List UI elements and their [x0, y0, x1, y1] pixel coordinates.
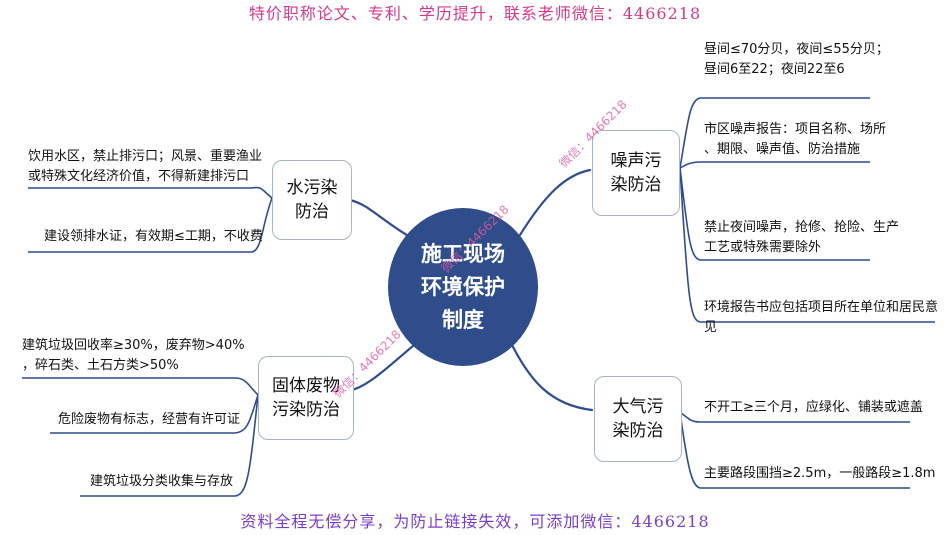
edge-center-water — [348, 198, 417, 242]
edge-center-solid — [350, 338, 422, 392]
leaf-air-1: 不开工≥三个月，应绿化、铺装或遮盖 — [704, 400, 923, 415]
edge-solid-leaf-2 — [50, 394, 259, 434]
edge-water-leaf-2 — [28, 197, 273, 253]
leaf-solid-1: 建筑垃圾回收率≥30%，废弃物>40% ，碎石类、土石方类>50% — [22, 338, 245, 373]
leaf-air-2: 主要路段围挡≥2.5m，一般路段≥1.8m — [704, 466, 936, 481]
leaf-solid-3: 建筑垃圾分类收集与存放 — [90, 474, 234, 489]
edge-air-leaf-2 — [679, 411, 910, 489]
edge-air-leaf-1 — [679, 411, 910, 423]
central-topic: 施工现场 环境保护 制度 — [388, 208, 538, 366]
top-banner: 特价职称论文、专利、学历提升，联系老师微信：4466218 — [248, 4, 702, 23]
edge-center-noise — [518, 168, 592, 237]
branch-air-pollution: 大气污 染防治 — [594, 376, 682, 462]
leaf-solid-2: 危险废物有标志，经营有许可证 — [58, 412, 241, 427]
branch-noise-pollution: 噪声污 染防治 — [592, 130, 680, 216]
leaf-noise-2: 市区噪声报告：项目名称、场所 、期限、噪声值、防治措施 — [704, 122, 887, 157]
edge-center-air — [510, 343, 594, 412]
edge-solid-leaf-3 — [80, 394, 259, 497]
leaf-water-2: 建设领排水证，有效期≤工期，不收费 — [44, 229, 263, 244]
leaf-noise-1: 昼间≤70分贝，夜间≤55分贝； 昼间6至22；夜间22至6 — [704, 42, 889, 77]
edge-water-leaf-1 — [28, 186, 273, 199]
branch-solid-waste: 固体废物 污染防治 — [258, 356, 354, 440]
edge-noise-leaf-2 — [679, 161, 870, 169]
branch-water-pollution: 水污染 防治 — [272, 160, 352, 240]
leaf-noise-3: 禁止夜间噪声，抢修、抢险、生产 工艺或特殊需要除外 — [704, 220, 900, 255]
edge-noise-leaf-4 — [679, 167, 935, 323]
leaf-water-1: 饮用水区，禁止排污口；风景、重要渔业 或特殊文化经济价值，不得新建排污口 — [28, 149, 263, 184]
leaf-noise-4: 环境报告书应包括项目所在单位和居民意见 — [704, 300, 939, 335]
bottom-banner: 资料全程无偿分享，为防止链接失效，可添加微信：4466218 — [240, 512, 710, 531]
edge-noise-leaf-3 — [679, 167, 870, 261]
edge-solid-leaf-1 — [22, 377, 259, 396]
edge-noise-leaf-1 — [679, 97, 870, 169]
